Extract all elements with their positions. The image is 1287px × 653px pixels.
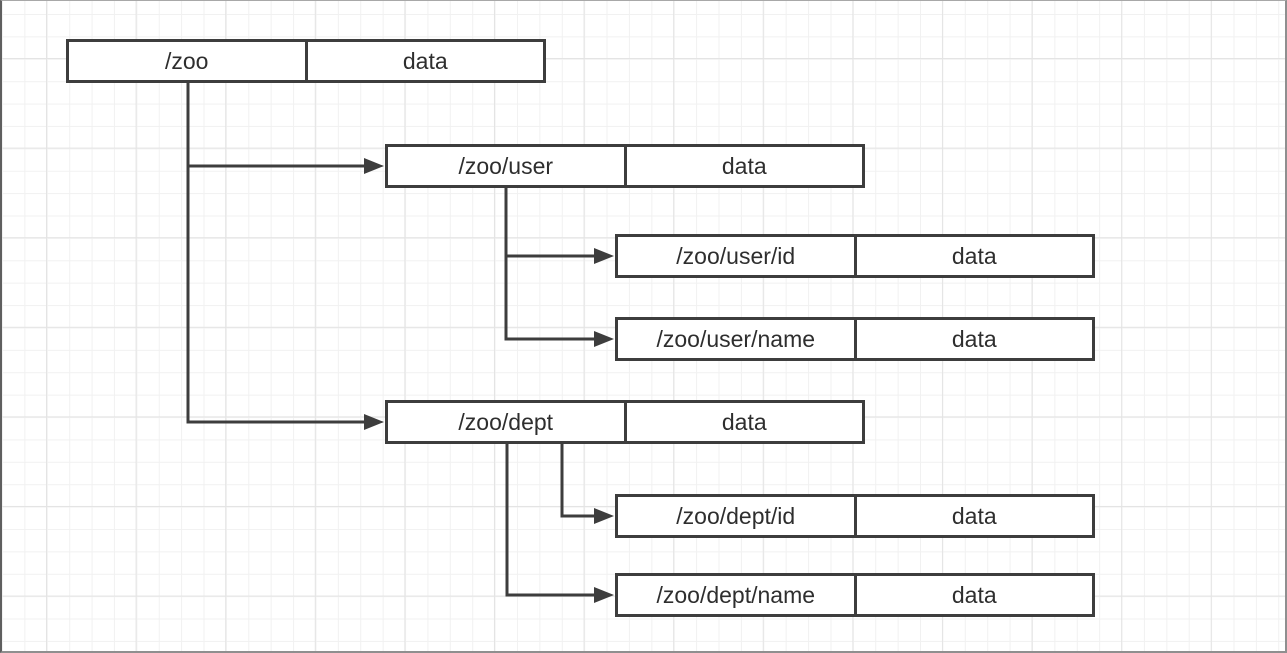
node-data-label: data — [721, 408, 767, 435]
node-zoo-dept-name[interactable]: /zoo/dept/name data — [615, 573, 1095, 617]
node-zoo-user-id-path-cell: /zoo/user/id — [618, 237, 857, 275]
node-path-label: /zoo — [165, 47, 209, 74]
node-data-label: data — [721, 152, 767, 179]
node-data-label: data — [402, 47, 448, 74]
node-zoo-dept-id-data-cell: data — [857, 497, 1093, 535]
node-zoo-dept-path-cell: /zoo/dept — [388, 403, 627, 441]
node-zoo-user-name[interactable]: /zoo/user/name data — [615, 317, 1095, 361]
node-zoo-dept-name-path-cell: /zoo/dept/name — [618, 576, 857, 614]
node-zoo-path-cell: /zoo — [69, 42, 308, 80]
node-zoo-dept[interactable]: /zoo/dept data — [385, 400, 865, 444]
node-data-label: data — [951, 325, 997, 352]
node-zoo-dept-data-cell: data — [627, 403, 863, 441]
node-path-label: /zoo/dept/name — [656, 581, 816, 608]
node-zoo-user-name-path-cell: /zoo/user/name — [618, 320, 857, 358]
node-zoo-user-path-cell: /zoo/user — [388, 147, 627, 185]
node-zoo[interactable]: /zoo data — [66, 39, 546, 83]
node-data-label: data — [951, 242, 997, 269]
node-path-label: /zoo/user/id — [676, 242, 796, 269]
node-path-label: /zoo/dept — [458, 408, 554, 435]
node-data-label: data — [951, 581, 997, 608]
node-zoo-dept-id-path-cell: /zoo/dept/id — [618, 497, 857, 535]
node-path-label: /zoo/user — [458, 152, 554, 179]
node-zoo-data-cell: data — [308, 42, 544, 80]
node-zoo-dept-id[interactable]: /zoo/dept/id data — [615, 494, 1095, 538]
node-path-label: /zoo/dept/id — [676, 502, 796, 529]
node-zoo-user[interactable]: /zoo/user data — [385, 144, 865, 188]
node-path-label: /zoo/user/name — [656, 325, 816, 352]
node-zoo-user-name-data-cell: data — [857, 320, 1093, 358]
node-zoo-dept-name-data-cell: data — [857, 576, 1093, 614]
node-zoo-user-data-cell: data — [627, 147, 863, 185]
node-zoo-user-id-data-cell: data — [857, 237, 1093, 275]
node-data-label: data — [951, 502, 997, 529]
node-zoo-user-id[interactable]: /zoo/user/id data — [615, 234, 1095, 278]
